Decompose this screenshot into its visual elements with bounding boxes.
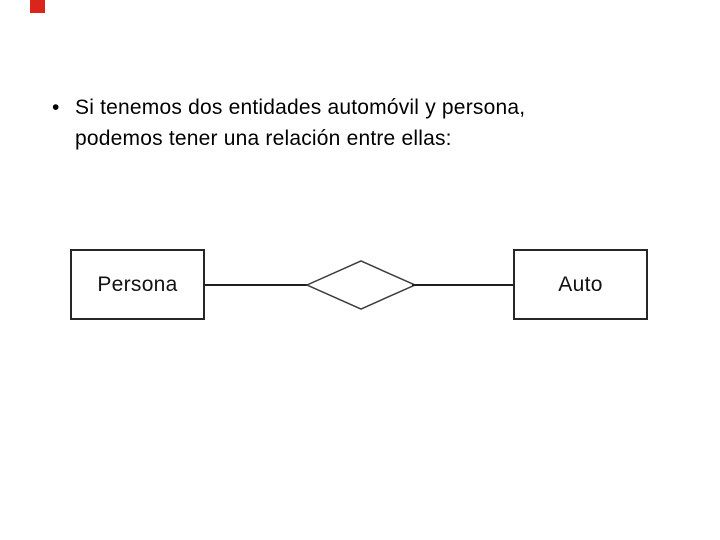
- bullet-line-1: Si tenemos dos entidades automóvil y per…: [75, 96, 526, 119]
- red-bookmark-marker: [30, 0, 45, 13]
- bullet-text: Si tenemos dos entidades automóvil y per…: [75, 92, 525, 154]
- diamond-shape: [305, 260, 417, 310]
- entity-label-persona: Persona: [97, 272, 178, 296]
- relationship-diamond: [305, 260, 417, 310]
- bullet-item: • Si tenemos dos entidades automóvil y p…: [52, 92, 612, 154]
- bullet-dot: •: [52, 96, 60, 119]
- connector-line-right: [412, 284, 514, 286]
- entity-box-auto: Auto: [513, 249, 648, 320]
- entity-box-persona: Persona: [70, 249, 205, 320]
- bullet-line-2: podemos tener una relación entre ellas:: [75, 127, 452, 150]
- connector-line-left: [205, 284, 309, 286]
- entity-label-auto: Auto: [558, 272, 603, 296]
